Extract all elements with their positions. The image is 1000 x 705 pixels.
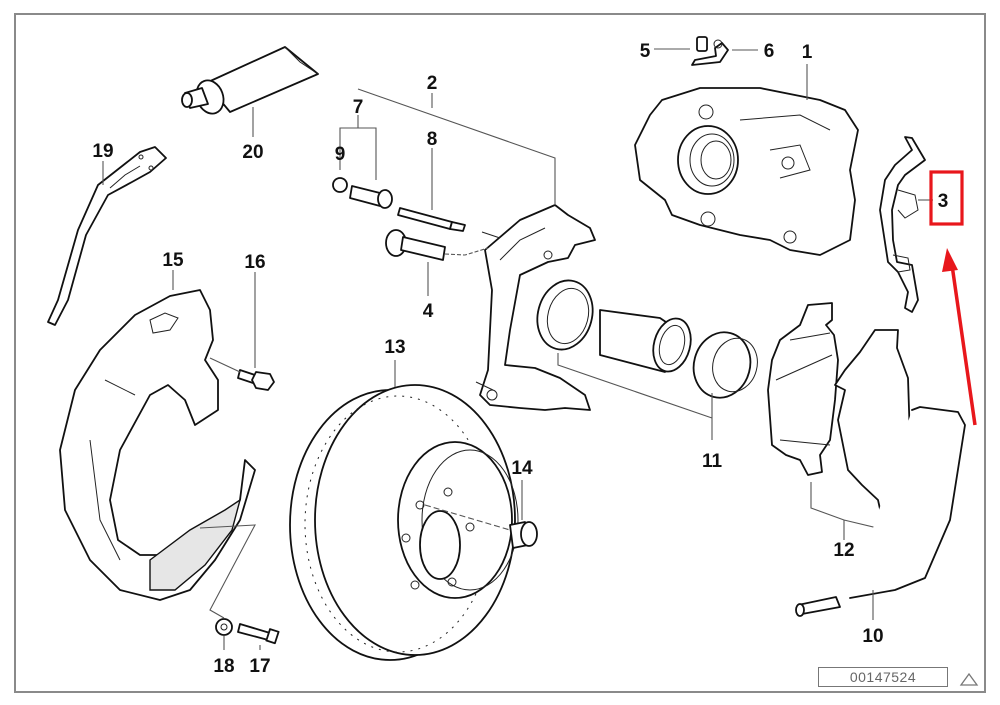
callout-3[interactable]: 3 — [938, 191, 949, 212]
part-15-dust-shield[interactable] — [59, 289, 256, 601]
leader-11 — [557, 353, 713, 440]
part-6-dust-cap[interactable] — [691, 39, 729, 66]
callout-1[interactable]: 1 — [802, 42, 813, 63]
callout-16[interactable]: 16 — [244, 252, 265, 273]
callout-20[interactable]: 20 — [242, 142, 263, 163]
leader-2-group — [357, 88, 556, 205]
leader-14b — [424, 504, 511, 531]
part-16-bolt[interactable] — [237, 369, 275, 391]
part-12-brake-pads[interactable] — [767, 302, 911, 519]
part-7-sleeve[interactable] — [349, 185, 393, 209]
callout-5[interactable]: 5 — [640, 41, 651, 62]
part-14-disc-screw[interactable] — [509, 521, 538, 549]
part-8-guide-pin[interactable] — [397, 207, 466, 232]
part-17-stud[interactable] — [237, 623, 280, 645]
callout-8[interactable]: 8 — [427, 129, 438, 150]
leader-16b — [209, 357, 241, 373]
part-9-cap[interactable] — [332, 177, 348, 193]
part-4-bolt[interactable] — [385, 229, 446, 261]
scroll-to-top-triangle-icon[interactable] — [959, 671, 979, 687]
callout-11[interactable]: 11 — [702, 451, 723, 472]
callout-10[interactable]: 10 — [862, 626, 883, 647]
callout-6[interactable]: 6 — [764, 41, 775, 62]
callout-13[interactable]: 13 — [384, 337, 405, 358]
part-20-grease-tube[interactable] — [181, 46, 319, 117]
callout-2[interactable]: 2 — [427, 73, 438, 94]
highlight-arrow-shaft — [950, 264, 977, 426]
highlight-box-part-3 — [929, 170, 964, 226]
callout-12[interactable]: 12 — [833, 540, 854, 561]
callout-15[interactable]: 15 — [162, 250, 184, 271]
leader-7-group — [339, 115, 377, 180]
callout-17[interactable]: 17 — [249, 656, 270, 677]
diagram-reference-number: 00147524 — [818, 667, 948, 687]
highlight-arrow-head-icon — [942, 248, 958, 272]
part-19-sensor-bracket[interactable] — [47, 146, 167, 326]
leader-18-17-group — [199, 524, 256, 619]
callout-7[interactable]: 7 — [353, 97, 364, 118]
part-10-wear-sensor[interactable] — [795, 406, 966, 617]
part-2-caliper-carrier[interactable] — [475, 204, 596, 411]
callout-18[interactable]: 18 — [213, 656, 234, 677]
part-5-bleeder-screw[interactable] — [696, 36, 708, 52]
part-18-nut[interactable] — [215, 618, 233, 636]
part-1-caliper-housing[interactable] — [634, 87, 859, 256]
callout-14[interactable]: 14 — [511, 458, 533, 479]
callout-9[interactable]: 9 — [335, 144, 346, 165]
callout-19[interactable]: 19 — [92, 141, 113, 162]
part-3-anti-rattle-clip[interactable] — [879, 136, 926, 313]
leader-4b — [444, 247, 489, 256]
callout-4[interactable]: 4 — [423, 301, 434, 322]
part-11-piston-kit[interactable] — [530, 274, 763, 404]
part-13-brake-disc[interactable] — [289, 384, 519, 661]
